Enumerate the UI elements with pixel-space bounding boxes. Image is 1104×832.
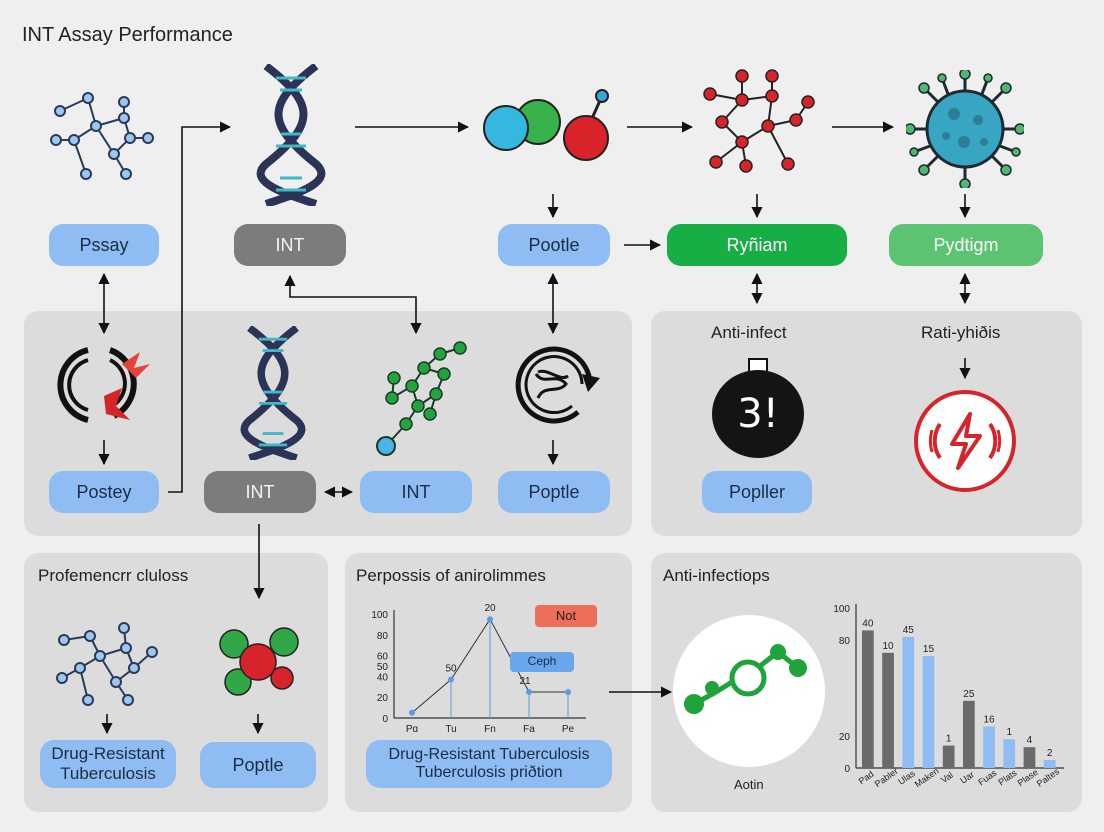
x-tick-label: Pe [562,724,575,732]
bottom-left-heading: Profemencrr cluloss [38,566,189,585]
postey-pill: Postey [49,471,159,513]
callout-ceph: Ceph [510,652,574,672]
numbered-badge-icon: 3! [712,358,804,458]
bar [963,700,975,768]
rati-label: Rati-yhiðis [921,323,1001,342]
y-tick-label: 50 [377,662,389,673]
bar-category-label: Val [939,770,955,785]
poptle-pill-bottom: Poptle [200,742,316,788]
x-tick-label: Fn [484,724,496,732]
bar-category-label: Pabler [873,766,900,789]
bar-category-label: Plats [996,767,1019,787]
x-tick-label: Pg [406,724,418,732]
bar-category-label: Maken [913,766,941,790]
bar [922,656,935,768]
bar-chart: 0208010040Pad10Pabler45Ulas15Maken1Val25… [833,604,1064,790]
point-label: 21 [519,676,531,687]
three-atom-molecule-icon [483,89,609,161]
bar [942,745,955,768]
y-tick-label: 100 [371,610,388,621]
arrow-int-to-chain [284,274,422,335]
bar-value-label: 40 [862,618,874,629]
pydtigm-pill: Pydtigm [889,224,1043,266]
bar-category-label: Fuas [976,767,999,787]
page-title: INT Assay Performance [22,24,233,46]
assay-pill: Pssay [49,224,159,266]
bar-value-label: 2 [1047,748,1053,759]
int-pill-top: INT [234,224,346,266]
arrow-postey-to-dna [168,121,232,493]
ryfiam-pill: Ryñiam [667,224,847,266]
drug-resistant-pill-left: Drug-Resistant Tuberculosis [40,740,176,788]
y-tick-label: 60 [377,652,389,663]
popller-pill: Popller [702,471,812,513]
circle-caption: Aotin [734,777,764,792]
data-point [526,689,532,695]
bar-value-label: 1 [946,734,952,745]
bar-value-label: 25 [963,689,975,700]
y-tick-label: 20 [839,732,851,743]
warning-symbol-icon [914,390,1016,492]
bar [1023,747,1036,768]
recycle-loop-icon [515,346,600,424]
white-circle-icon [673,615,825,767]
y-tick-label: 40 [377,672,389,683]
green-link-molecule-icon [684,644,807,714]
x-tick-label: Tu [445,724,456,732]
bar [1043,760,1056,768]
broken-ring-icon [57,347,150,423]
bottom-right-heading: Anti-infectiops [663,566,770,585]
data-point [565,689,571,695]
y-tick-label: 20 [377,693,389,704]
molecular-network-icon [50,92,154,180]
poptle-pill-middle: Poptle [498,471,610,513]
y-tick-label: 80 [377,631,389,642]
bottom-middle-heading: Perpossis of anirolimmes [356,566,546,585]
int-pill-middle: INT [204,471,316,513]
dna-helix-icon-middle [240,326,306,460]
y-tick-label: 80 [839,636,851,647]
data-point [487,616,493,623]
bar [902,636,915,768]
bar [882,652,894,768]
bar [862,630,874,768]
y-tick-label: 0 [382,714,388,725]
bar-value-label: 16 [983,714,995,725]
point-label: 20 [484,603,496,614]
molecular-network-icon-small [56,622,158,706]
bar-value-label: 10 [882,641,894,652]
bar [983,726,995,768]
bar-value-label: 15 [923,644,935,655]
bar [1003,739,1016,768]
drug-resistant-caption-pill: Drug-Resistant Tuberculosis Tuberculosis… [366,740,612,788]
red-molecular-network-icon [703,69,815,173]
y-tick-label: 100 [833,604,850,615]
x-tick-label: Fa [523,724,535,732]
bar-category-label: Pad [857,769,876,786]
bar-value-label: 1 [1006,727,1012,738]
int-pill-middle-blue: INT [360,471,472,513]
data-point [409,709,415,716]
bar-category-label: Uar [958,769,976,786]
y-tick-label: 0 [844,764,850,775]
red-green-molecule-icon [219,627,299,696]
pootle-pill: Pootle [498,224,610,266]
callout-not: Not [535,605,597,627]
bar-category-label: Paltes [1035,766,1062,789]
bar-value-label: 45 [903,625,915,636]
data-point [448,676,454,683]
badge-number: 3! [737,391,779,437]
green-molecule-chain-icon [376,341,467,456]
bar-category-label: Plase [1016,767,1040,788]
point-label: 50 [445,664,457,675]
virus-icon [906,70,1024,188]
bar-value-label: 4 [1027,735,1033,746]
dna-helix-icon [256,64,326,206]
anti-infect-label: Anti-infect [711,323,787,342]
